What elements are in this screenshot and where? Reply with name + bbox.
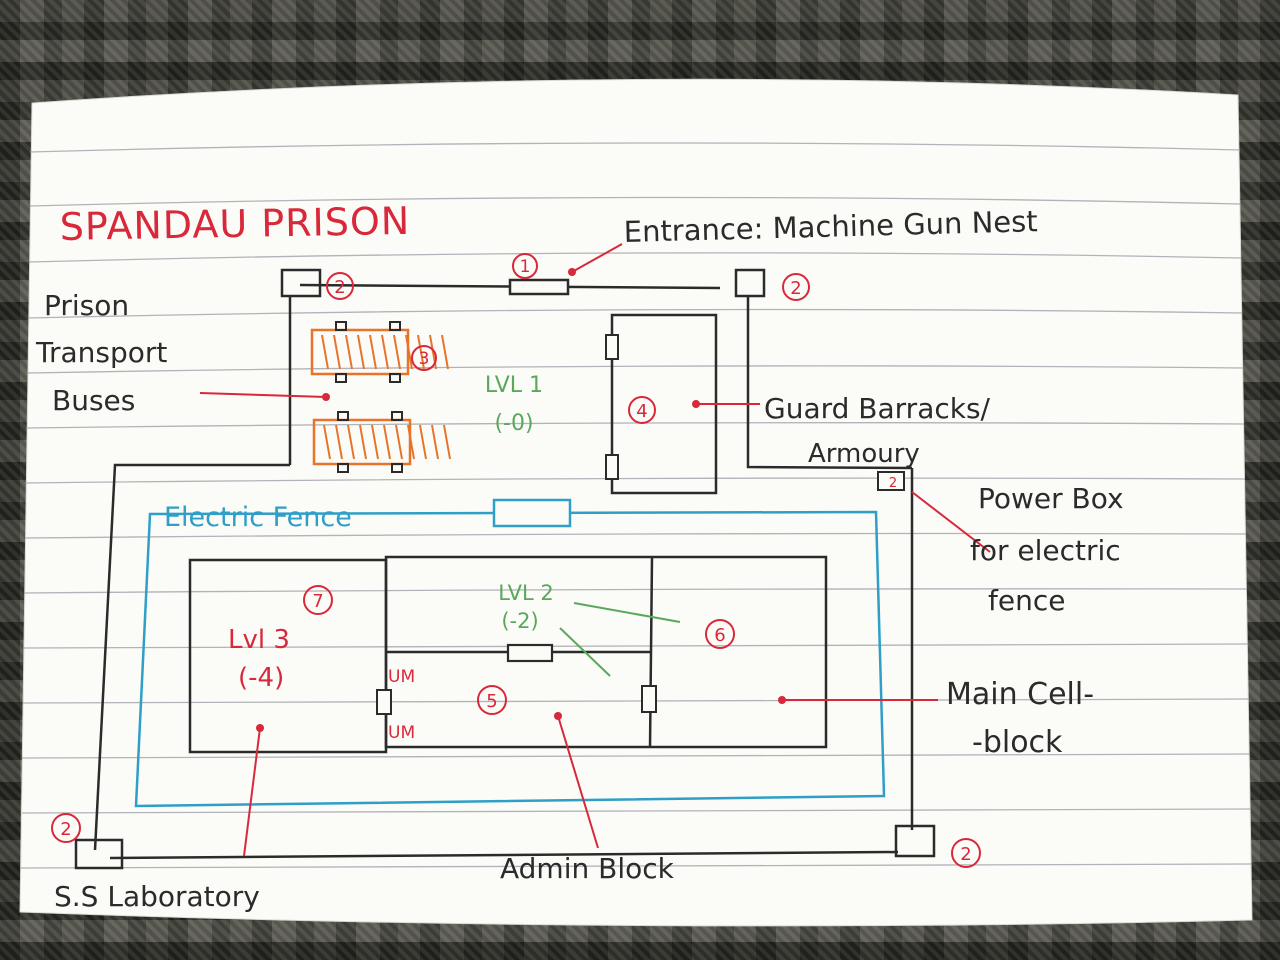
entrance-dot [568,268,576,276]
marker-2-bottom-left: 2 [60,819,71,840]
barracks-door-upper [606,335,618,359]
main-cellblock-label-line1: Main Cell- [946,677,1094,712]
power-box-label-line3: fence [988,584,1065,617]
buses-dot [322,393,330,401]
level-1-depth: (-0) [494,411,533,436]
door-label-lower: UM [388,723,415,743]
admin-gate [508,645,552,661]
level-3-depth: (-4) [238,663,284,693]
marker-4: 4 [636,401,647,422]
marker-6: 6 [714,625,725,646]
main-cellblock-label-line2: -block [972,725,1063,760]
marker-2-top-left: 2 [334,277,345,298]
level-2-label: LVL 2 [498,581,554,605]
barracks-label-line2: Armoury [808,439,920,469]
power-box-label-line1: Power Box [978,482,1124,515]
buses-label-line3: Buses [52,384,135,417]
marker-5: 5 [486,691,497,712]
marker-2-top-right: 2 [790,278,801,299]
barracks-label-line1: Guard Barracks/ [764,392,991,425]
lab-door [377,690,391,714]
level-2-depth: (-2) [501,609,538,633]
barracks-door-lower [606,455,618,479]
door-label-upper: UM [388,667,415,687]
electric-fence-label: Electric Fence [164,502,352,533]
admin-block-label: Admin Block [500,852,675,885]
buses-label-line1: Prison [44,289,129,322]
entrance-gate [510,280,568,294]
barracks-dot [692,400,700,408]
cellblock-door [642,686,656,712]
laboratory-label: S.S Laboratory [54,880,260,913]
fence-gate [494,500,570,526]
page-title: SPANDAU PRISON [59,199,410,249]
power-box-marker: 2 [889,476,897,491]
marker-3: 3 [419,349,430,369]
buses-label-line2: Transport [35,336,167,369]
marker-7: 7 [312,591,323,612]
marker-1: 1 [520,257,531,277]
marker-2-bottom-right: 2 [960,844,971,865]
level-3-label: Lvl 3 [228,625,290,655]
power-box-label-line2: for electric [970,534,1121,567]
level-1-label: LVL 1 [485,373,543,398]
